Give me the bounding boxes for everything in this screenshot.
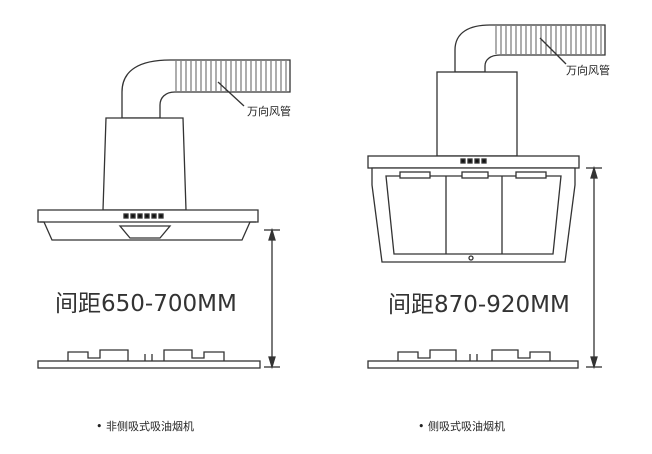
right-gas-stove [367, 349, 579, 369]
left-hood-canopy [37, 209, 259, 241]
left-gas-stove [37, 349, 261, 369]
left-distance-label: 间距650-700MM [55, 291, 237, 317]
left-caption: • 非侧吸式吸油烟机 [96, 420, 194, 433]
left-duct-leader-line [217, 81, 245, 107]
right-hood-chimney [436, 71, 518, 157]
right-flexible-duct [454, 24, 606, 73]
left-flexible-duct [121, 59, 291, 119]
left-height-dimension [264, 227, 280, 370]
left-hood-chimney [102, 117, 187, 211]
right-duct-leader-line [539, 37, 567, 65]
right-hood-body [367, 155, 580, 263]
right-height-dimension [586, 165, 602, 370]
left-control-buttons [123, 213, 164, 219]
right-caption: • 侧吸式吸油烟机 [418, 420, 505, 433]
right-control-buttons [460, 158, 487, 164]
right-duct-label: 万向风管 [566, 64, 610, 77]
right-distance-label: 间距870-920MM [388, 292, 570, 318]
left-duct-label: 万向风管 [247, 105, 291, 118]
